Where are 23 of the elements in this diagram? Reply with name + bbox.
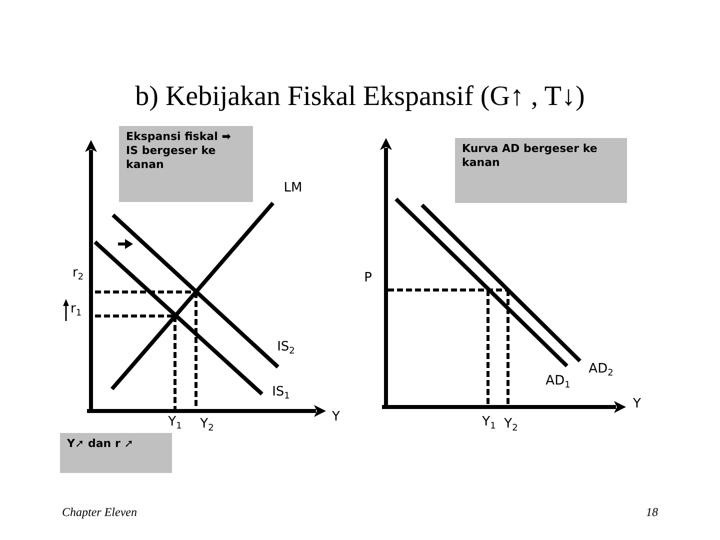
callout-box xyxy=(455,138,627,203)
page-footer: Chapter Eleven xyxy=(62,505,137,519)
axis-label: P xyxy=(364,270,372,286)
axis-label: Y xyxy=(633,396,641,412)
axis-value-label: Y$_{2}$ xyxy=(504,416,518,432)
curve-label: AD$_{2}$ xyxy=(588,362,614,376)
axis-value-label: Y$_{1}$ xyxy=(482,414,496,430)
callout-box xyxy=(60,433,172,473)
curve-label: IS$_{2}$ xyxy=(277,340,295,354)
axis-label: Y xyxy=(332,410,340,424)
callout-box xyxy=(119,126,253,202)
callout-text: Kurva AD bergeser ke kanan xyxy=(462,142,598,170)
curve-label: LM xyxy=(284,180,302,196)
slide-title: b) Kebijakan Fiskal Ekspansif (G↑ , T↓) xyxy=(135,80,585,114)
callout-text: Ekspansi fiskal ➡ IS bergeser ke kanan xyxy=(126,130,232,172)
callout-text: Y➚ dan r ➚ xyxy=(67,437,134,451)
curve-label: IS$_{1}$ xyxy=(272,384,290,400)
page-number: 18 xyxy=(646,505,658,519)
axis-value-label: r$_{1}$ xyxy=(70,302,82,316)
axis-value-label: r$_{2}$ xyxy=(72,266,84,280)
axis-value-label: Y$_{2}$ xyxy=(200,416,214,432)
axis-value-label: Y$_{1}$ xyxy=(168,414,182,430)
curve-label: AD$_{1}$ xyxy=(546,374,570,388)
